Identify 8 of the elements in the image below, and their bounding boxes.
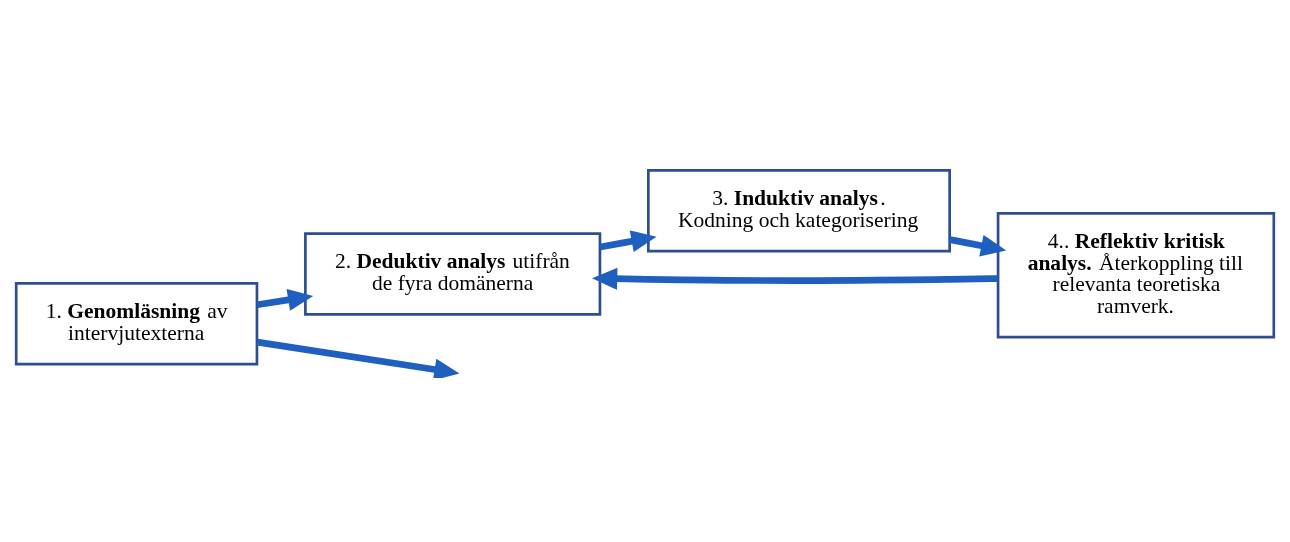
arrow <box>256 288 314 311</box>
node-box: 3. Induktiv analys. Kodning och kategorisering <box>647 168 951 252</box>
node-box: 1. Genomläsning av intervjutexterna <box>14 281 259 365</box>
arrow <box>256 338 460 378</box>
arrow <box>599 229 657 252</box>
node-box: 2. Deduktiv analys utifrån de fyra domänerna <box>304 231 602 316</box>
arrow <box>949 234 1007 257</box>
node-box: 4.. Reflektiv kritisk analys. Återkoppling till relevanta teoretiska ramverk. <box>996 211 1276 338</box>
